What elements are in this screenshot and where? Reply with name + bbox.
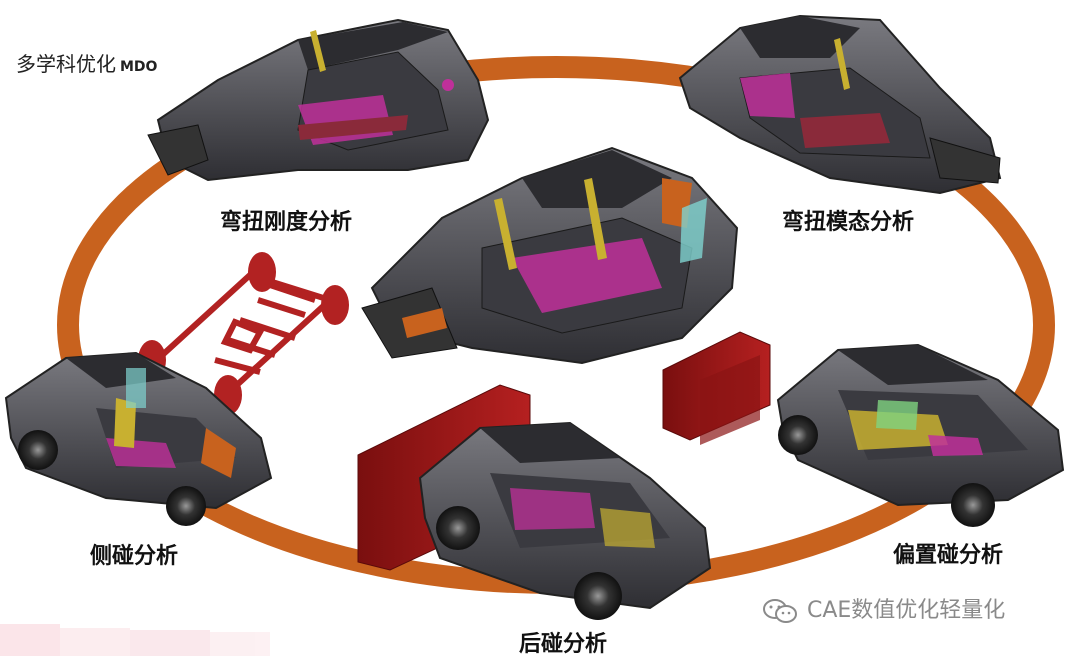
label-torsion-modal: 弯扭模态分析 (782, 210, 915, 235)
watermark: CAE数值优化轻量化 (760, 592, 1005, 624)
car-torsion-stiffness (147, 18, 490, 182)
car-center-biw (361, 146, 739, 365)
car-torsion-modal (678, 14, 1002, 195)
watermark-text: CAE数值优化轻量化 (807, 598, 1006, 623)
wechat-icon (763, 599, 797, 623)
title-main-text: 多学科优化 (16, 52, 116, 76)
car-offset-impact (776, 343, 1065, 527)
offset-barrier (662, 331, 771, 445)
car-side-impact (4, 351, 273, 526)
blurred-area (0, 624, 270, 656)
car-rear-impact (418, 421, 712, 620)
label-offset-impact: 偏置碰分析 (893, 543, 1004, 568)
label-rear-impact: 后碰分析 (519, 632, 608, 657)
label-side-impact: 侧碰分析 (90, 544, 179, 569)
label-torsion-stiffness: 弯扭刚度分析 (220, 210, 353, 235)
title-suffix: MDO (120, 59, 158, 75)
